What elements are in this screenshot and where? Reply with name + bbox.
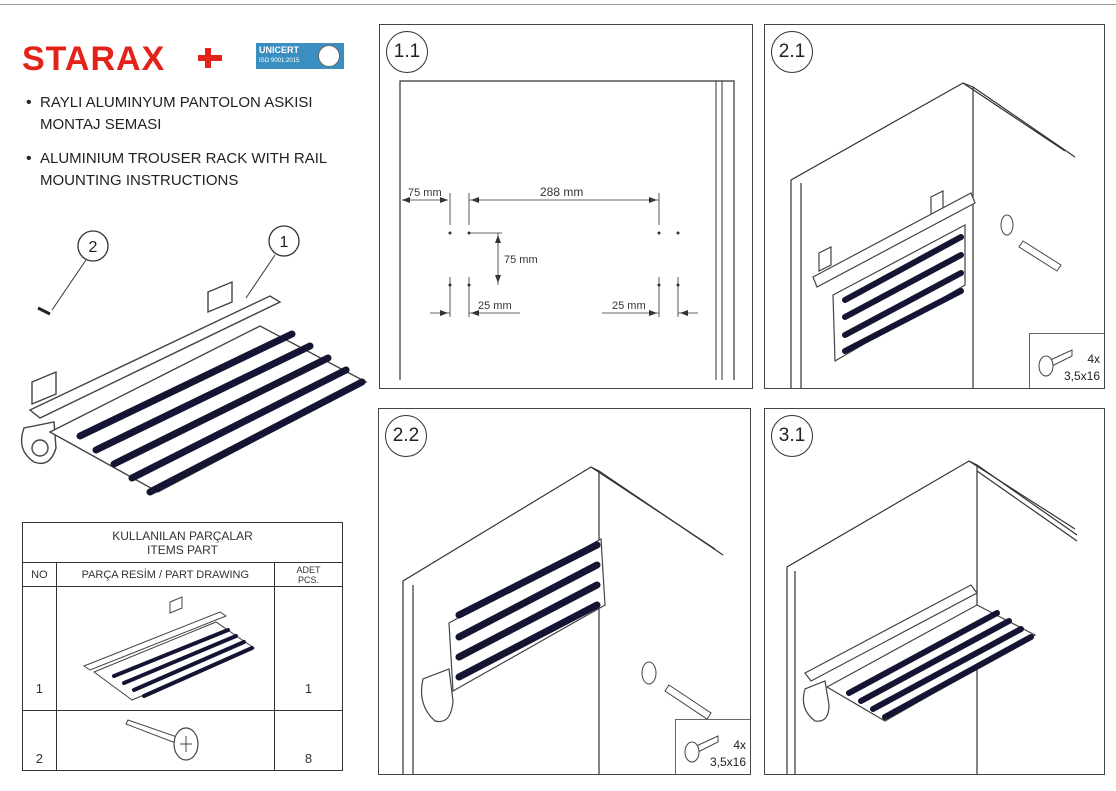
step-label-3-1: 3.1 [771,415,813,457]
col-qty-en: PCS. [297,574,319,585]
col-no-header: NO [22,562,57,587]
callout-leader-1 [245,254,276,299]
screw-qty: 4x [1087,352,1100,366]
intro-en-line1: ALUMINIUM TROUSER RACK WITH RAIL [40,150,328,167]
screwdriver-icon [641,661,712,720]
intro-tr-line1: RAYLI ALUMINYUM PANTOLON ASKISI [40,94,313,111]
screw-icon [1038,349,1073,377]
screw-size: 3,5x16 [1063,369,1100,383]
screw-icon [684,735,719,763]
cert-label: UNICERT [259,45,299,55]
cert-sub: ISO 9001:2015 [259,58,300,64]
logo-text: STARAX [22,40,165,76]
drill-holes [448,231,680,287]
bullet-dot-icon: • [26,150,32,167]
callout-circle-2 [77,230,109,262]
unicert-badge: UNICERT ISO 9001:2015 [256,43,344,69]
row-qty: 1 [273,586,344,711]
callout-1: 1 [280,234,289,251]
parts-table-title: KULLANILAN PARÇALAR ITEMS PART [22,522,343,563]
dimension-arrows [402,197,688,316]
col-qty-header: ADET PCS. [273,562,344,587]
rack-rods [76,330,366,496]
step-label-2-1: 2.1 [771,31,813,73]
part-drawing-rack [55,586,275,711]
panel-step-2-1: 2.1 4x 3,5x16 [764,24,1105,389]
intro-bullets: • RAYLI ALUMINYUM PANTOLON ASKISI MONTAJ… [26,92,356,204]
step-label-2-2: 2.2 [385,415,427,457]
intro-tr-line2: MONTAJ SEMASI [40,116,162,133]
dim-left: 75 mm [408,187,442,199]
intro-en-line2: MOUNTING INSTRUCTIONS [40,172,239,189]
callout-leader-2 [51,259,87,311]
logo-cross-icon [198,48,222,68]
callout-2: 2 [89,239,98,256]
screw-thumbnail-icon [125,719,199,761]
screw-size: 3,5x16 [709,755,746,769]
row-no: 2 [22,710,57,771]
col-drawing-header: PARÇA RESİM / PART DRAWING [55,562,275,587]
dim-bottom-right: 25 mm [612,300,646,312]
rack-attach-drawing-2 [402,466,724,774]
screw-spec-box: 4x 3,5x16 [1029,333,1104,388]
callout-circle-1 [268,225,300,257]
screw-spec-box: 4x 3,5x16 [675,719,750,774]
screw-icon [37,306,51,316]
col-qty-tr: ADET [296,564,321,575]
starax-logo: STARAX [22,40,222,76]
rack-body [20,280,368,493]
dim-vertical: 75 mm [504,254,538,266]
bullet-dot-icon: • [26,94,32,111]
screwdriver-icon [1000,214,1062,272]
step-label-1-1: 1.1 [386,31,428,73]
part-drawing-screw [55,710,275,771]
cert-seal-icon [318,45,340,67]
row-no: 1 [22,586,57,711]
table-row: 1 1 [22,586,344,711]
bullet-tr: • RAYLI ALUMINYUM PANTOLON ASKISI MONTAJ… [26,92,356,136]
table-row: 2 8 [22,710,344,771]
panel-step-2-2: 2.2 4x 3,5x16 [378,408,751,775]
bullet-en: • ALUMINIUM TROUSER RACK WITH RAIL MOUNT… [26,148,356,192]
drilling-diagram: 75 mm 288 mm 75 mm 25 mm 25 mm [399,80,735,380]
panel-step-3-1: 3.1 [764,408,1105,775]
dim-bottom-left: 25 mm [478,300,512,312]
row-qty: 8 [273,710,344,771]
top-rule [0,4,1116,5]
parts-title-en: ITEMS PART [147,542,218,557]
screw-qty: 4x [733,738,746,752]
rack-thumbnail [83,596,256,701]
parts-table: KULLANILAN PARÇALAR ITEMS PART NO PARÇA … [22,522,344,771]
rack-attach-drawing [790,82,1076,388]
panel-step-1-1: 1.1 [379,24,753,389]
parts-title-tr: KULLANILAN PARÇALAR [112,528,253,543]
dim-span: 288 mm [540,185,583,199]
rack-overview-drawing: 2 1 [20,225,368,496]
rack-installed-drawing [786,460,1078,774]
